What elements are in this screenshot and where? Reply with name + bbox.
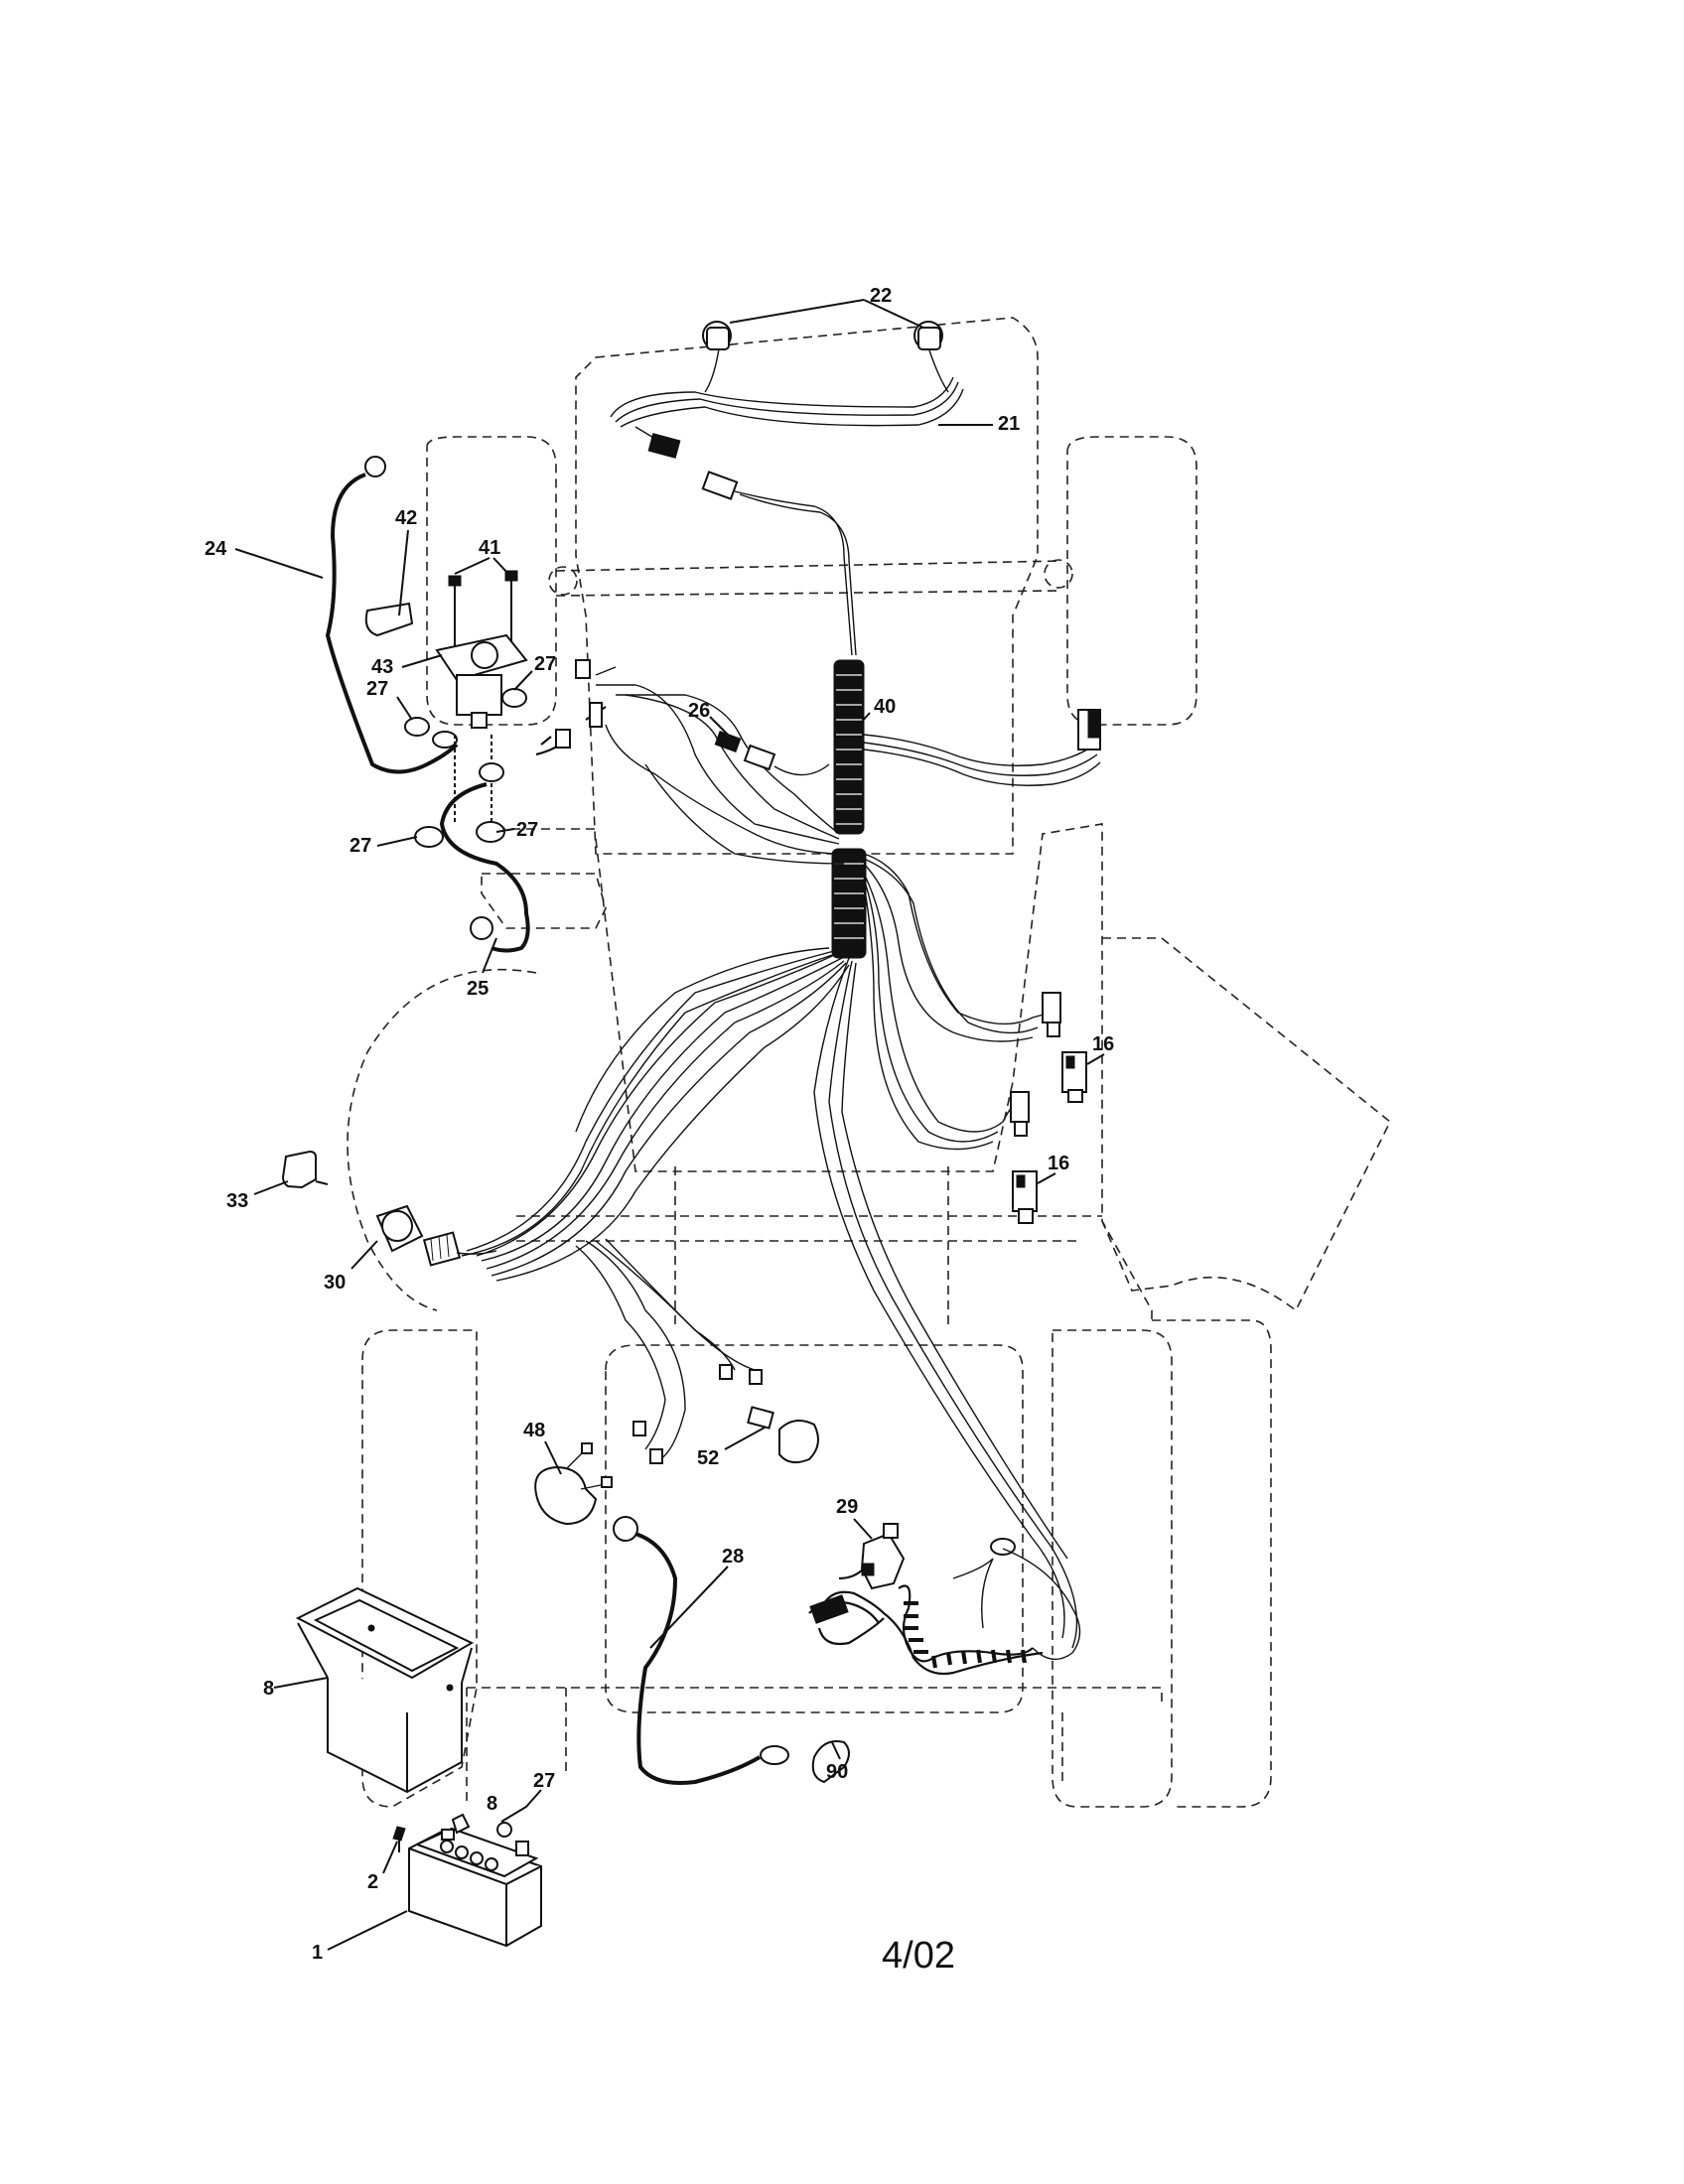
label-29: 29 [836,1496,858,1518]
label-25: 25 [467,978,489,1000]
label-41: 41 [479,537,500,559]
label-48: 48 [523,1420,545,1441]
label-8: 8 [263,1678,274,1700]
leader-lines [234,299,1105,1951]
conduit-40 [831,659,867,959]
ignition-switch [375,1204,497,1267]
solenoid-assembly [325,456,607,953]
label-1: 1 [312,1942,323,1964]
rear-harness [808,1538,1081,1676]
terminal-boot-90 [811,1740,850,1784]
label-52: 52 [697,1447,719,1469]
label-33: 33 [226,1190,248,1212]
label-30: 30 [324,1272,346,1294]
connector-16-upper [1061,1051,1087,1103]
revision-date: 4/02 [882,1935,955,1977]
label-26: 26 [688,700,710,722]
ground-cable-28 [613,1516,789,1785]
callout-labels: 22 21 24 42 41 43 27 27 27 27 25 26 40 1… [205,285,1114,1964]
label-42: 42 [395,507,417,529]
label-27-lower-left: 27 [350,835,371,857]
connector-16-lower [1012,1170,1038,1224]
label-27-upper-left: 27 [366,678,388,700]
label-21: 21 [998,413,1020,435]
ignition-key [281,1150,329,1189]
label-28: 28 [722,1546,744,1568]
battery-tray [295,1586,475,1794]
seat-switch [838,1523,906,1590]
label-43: 43 [371,656,393,678]
lamp-52 [747,1406,819,1464]
label-27-lower-right: 27 [516,819,538,841]
label-16-lower: 16 [1048,1153,1069,1174]
label-40: 40 [874,696,896,718]
label-2: 2 [367,1871,378,1893]
label-16-upper: 16 [1092,1033,1114,1055]
lamp-48 [534,1442,613,1526]
main-harness [461,659,1101,1649]
label-27-upper-right: 27 [534,653,556,675]
label-27-battery: 27 [533,1770,555,1792]
label-24: 24 [205,538,227,560]
label-90: 90 [826,1761,848,1783]
headlight-harness [610,321,964,656]
label-22: 22 [870,285,892,307]
battery [392,1813,542,1948]
tractor-outline [347,317,1392,1808]
label-8-battery: 8 [487,1793,497,1815]
